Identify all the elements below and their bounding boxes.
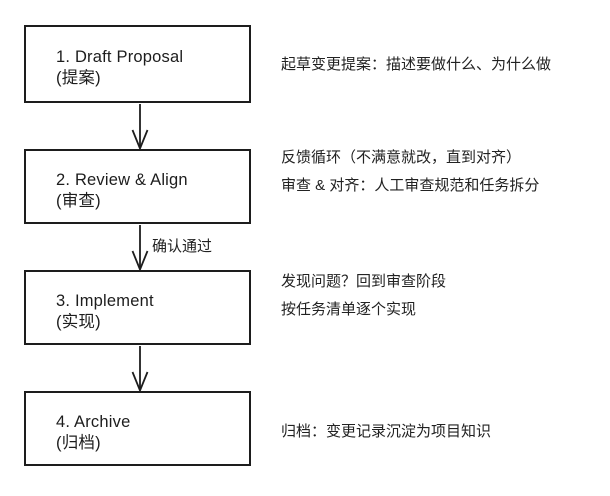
annotation-line: 审查 & 对齐：人工审查规范和任务拆分 (281, 177, 540, 194)
annotation-line: 归档：变更记录沉淀为项目知识 (281, 423, 492, 440)
arrow-label-approved: 确认通过 (152, 238, 213, 255)
step-title: 1. Draft Proposal (56, 48, 184, 66)
step-subtitle: (提案) (56, 69, 101, 87)
step-title: 3. Implement (56, 291, 154, 310)
arrow-step2-to-step3 (131, 225, 149, 272)
arrow-step1-to-step2 (131, 104, 149, 151)
annotation-line: 按任务清单逐个实现 (281, 301, 417, 318)
annotation-implement: 发现问题？回到审查阶段 按任务清单逐个实现 (281, 268, 446, 324)
arrow-step3-to-step4 (131, 346, 149, 393)
step-title: 4. Archive (56, 412, 131, 431)
flow-step-review-align: 2. Review & Align (审查) (24, 149, 251, 224)
annotation-line: 反馈循环（不满意就改，直到对齐） (281, 149, 522, 166)
flow-step-implement: 3. Implement (实现) (24, 270, 251, 345)
annotation-line: 发现问题？回到审查阶段 (281, 273, 447, 290)
flow-step-archive: 4. Archive (归档) (24, 391, 251, 466)
step-subtitle: (归档) (56, 433, 101, 452)
annotation-archive: 归档：变更记录沉淀为项目知识 (281, 418, 491, 446)
annotation-draft-proposal: 起草变更提案：描述要做什么、为什么做 (281, 51, 551, 79)
flow-step-draft-proposal: 1. Draft Proposal (提案) (24, 25, 251, 103)
step-subtitle: (审查) (56, 191, 101, 210)
step-title: 2. Review & Align (56, 170, 188, 189)
annotation-review-align: 反馈循环（不满意就改，直到对齐） 审查 & 对齐：人工审查规范和任务拆分 (281, 144, 539, 200)
step-subtitle: (实现) (56, 312, 101, 331)
annotation-line: 起草变更提案：描述要做什么、为什么做 (281, 56, 552, 73)
